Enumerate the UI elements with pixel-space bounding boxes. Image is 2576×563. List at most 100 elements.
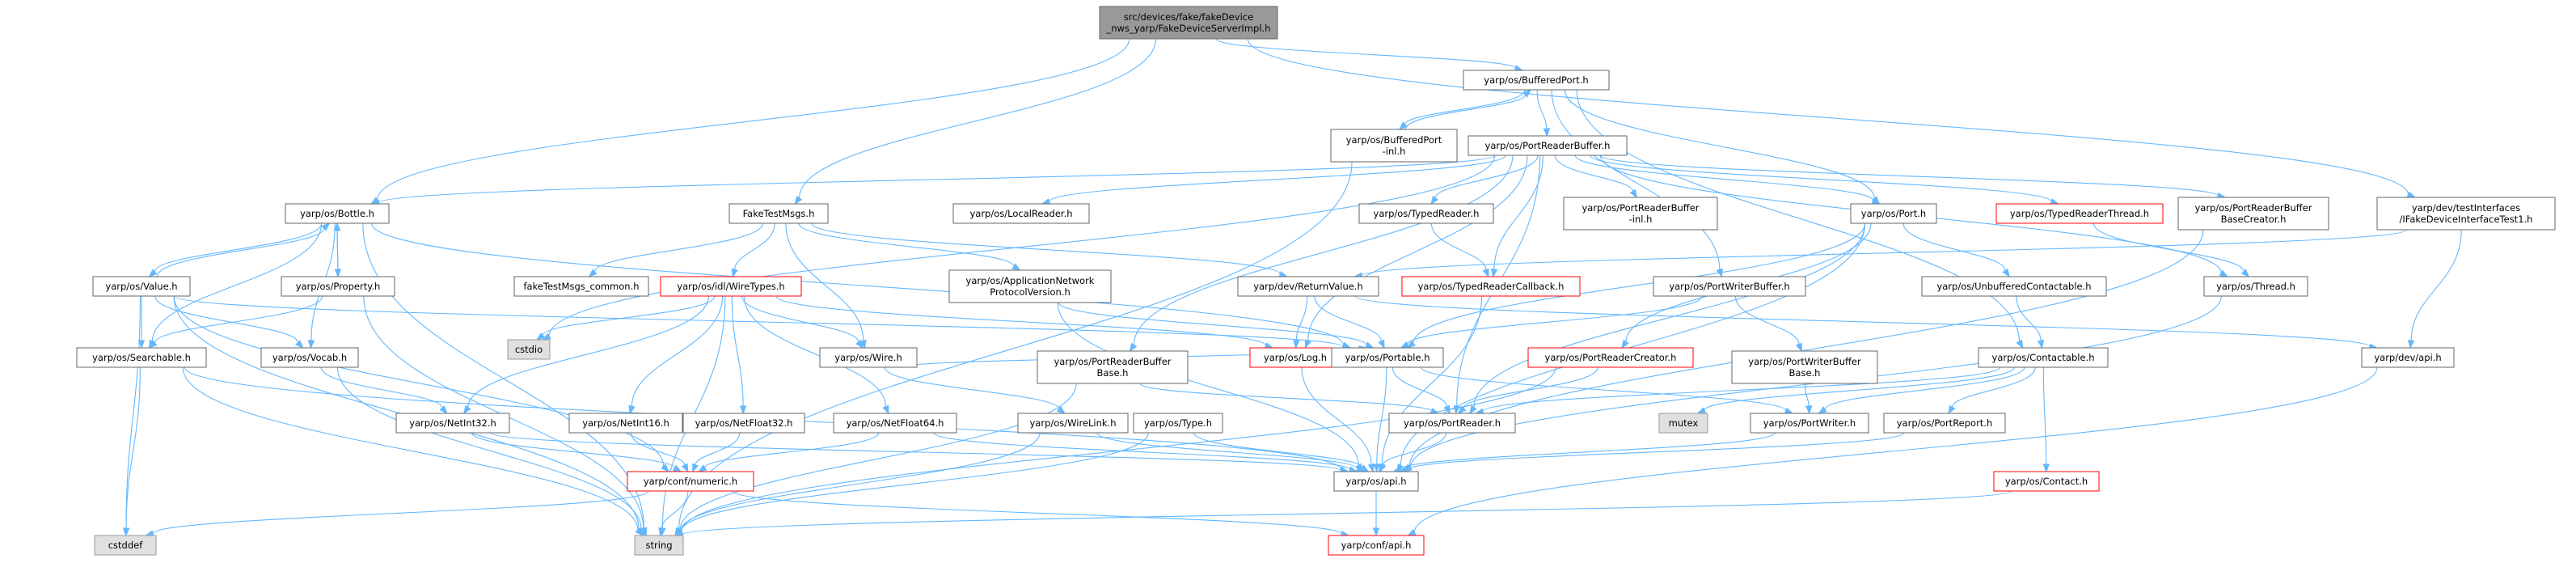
node-contactable[interactable]: yarp/os/Contactable.h bbox=[1978, 347, 2109, 368]
node-label: yarp/os/Bottle.h bbox=[300, 208, 374, 219]
node-typed-reader[interactable]: yarp/os/TypedReader.h bbox=[1358, 203, 1494, 224]
node-netint16[interactable]: yarp/os/NetInt16.h bbox=[568, 413, 683, 434]
node-conf-api[interactable]: yarp/conf/api.h bbox=[1328, 535, 1425, 556]
node-typed-reader-thread[interactable]: yarp/os/TypedReaderThread.h bbox=[1995, 203, 2164, 224]
node-label: yarp/os/PortReaderBuffer bbox=[1054, 356, 1171, 367]
dependency-edge bbox=[333, 222, 341, 277]
node-unbuffered[interactable]: yarp/os/UnbufferedContactable.h bbox=[1921, 276, 2107, 297]
node-box bbox=[819, 347, 918, 368]
node-label: yarp/os/idl/WireTypes.h bbox=[677, 281, 784, 292]
node-box bbox=[1401, 276, 1581, 297]
dependency-edge bbox=[337, 366, 646, 537]
node-box bbox=[260, 347, 359, 368]
dependency-edge bbox=[542, 155, 1496, 341]
node-conf-numeric[interactable]: yarp/conf/numeric.h bbox=[627, 471, 754, 492]
node-buffered-port[interactable]: yarp/os/BufferedPort.h bbox=[1463, 70, 1610, 91]
node-label: yarp/os/api.h bbox=[1345, 476, 1406, 487]
dependency-edge bbox=[1404, 89, 1531, 130]
node-buffered-port-inl[interactable]: yarp/os/BufferedPort-inl.h bbox=[1330, 129, 1458, 163]
node-netint32[interactable]: yarp/os/NetInt32.h bbox=[395, 413, 510, 434]
dependency-edge bbox=[148, 222, 323, 277]
node-label: yarp/os/PortReaderBuffer.h bbox=[1485, 140, 1611, 151]
node-cstddef[interactable]: cstddef bbox=[94, 535, 157, 556]
node-log[interactable]: yarp/os/Log.h bbox=[1249, 347, 1341, 368]
node-port-report[interactable]: yarp/os/PortReport.h bbox=[1883, 413, 2006, 434]
node-port-reader-buffer[interactable]: yarp/os/PortReaderBuffer.h bbox=[1467, 135, 1628, 156]
node-wire-types[interactable]: yarp/os/idl/WireTypes.h bbox=[660, 276, 802, 297]
node-label: cstdio bbox=[515, 344, 543, 355]
node-type[interactable]: yarp/os/Type.h bbox=[1133, 413, 1223, 434]
node-label: yarp/os/Wire.h bbox=[834, 352, 902, 363]
node-os-api[interactable]: yarp/os/api.h bbox=[1333, 471, 1419, 492]
node-label: cstddef bbox=[108, 540, 143, 551]
node-wire-link[interactable]: yarp/os/WireLink.h bbox=[1017, 413, 1129, 434]
node-fake-test-msgs[interactable]: FakeTestMsgs.h bbox=[728, 203, 829, 224]
dependency-edge bbox=[156, 222, 331, 277]
node-box bbox=[1467, 135, 1628, 156]
node-value[interactable]: yarp/os/Value.h bbox=[92, 276, 191, 297]
node-label: yarp/os/PortReaderCreator.h bbox=[1545, 352, 1677, 363]
node-box bbox=[1388, 413, 1516, 434]
dependency-edge bbox=[811, 222, 1289, 277]
node-return-value[interactable]: yarp/dev/ReturnValue.h bbox=[1237, 276, 1379, 297]
node-label: yarp/os/TypedReader.h bbox=[1374, 208, 1480, 219]
node-netfloat32[interactable]: yarp/os/NetFloat32.h bbox=[682, 413, 805, 434]
node-port-writer-buffer[interactable]: yarp/os/PortWriterBuffer.h bbox=[1653, 276, 1806, 297]
node-thread[interactable]: yarp/os/Thread.h bbox=[2203, 276, 2308, 297]
dependency-edge bbox=[798, 222, 1021, 271]
node-property[interactable]: yarp/os/Property.h bbox=[281, 276, 395, 297]
node-label: mutex bbox=[1669, 417, 1699, 429]
dependency-edge bbox=[630, 432, 689, 473]
node-label: FakeTestMsgs.h bbox=[743, 208, 815, 219]
node-box bbox=[1658, 413, 1708, 434]
node-cstdio[interactable]: cstdio bbox=[507, 339, 551, 360]
node-searchable[interactable]: yarp/os/Searchable.h bbox=[76, 347, 207, 368]
node-dev-api[interactable]: yarp/dev/api.h bbox=[2361, 347, 2455, 368]
node-portable[interactable]: yarp/os/Portable.h bbox=[1331, 347, 1444, 368]
dependency-edge bbox=[1304, 155, 1528, 349]
node-prb-inl[interactable]: yarp/os/PortReaderBuffer-inl.h bbox=[1563, 197, 1718, 231]
node-app-net[interactable]: yarp/os/ApplicationNetworkProtocolVersio… bbox=[948, 269, 1112, 303]
node-label: yarp/os/Searchable.h bbox=[92, 352, 191, 363]
dependency-edge bbox=[1536, 89, 1550, 138]
dependency-edge bbox=[370, 155, 1496, 206]
node-label: BaseCreator.h bbox=[2221, 214, 2287, 225]
node-label: -inl.h bbox=[1629, 214, 1653, 225]
node-port-reader-creator[interactable]: yarp/os/PortReaderCreator.h bbox=[1527, 347, 1694, 368]
node-mutex[interactable]: mutex bbox=[1658, 413, 1708, 434]
dependency-edge bbox=[692, 432, 741, 473]
dependency-edge bbox=[743, 295, 889, 415]
node-typed-reader-callback[interactable]: yarp/os/TypedReaderCallback.h bbox=[1401, 276, 1581, 297]
node-local-reader[interactable]: yarp/os/LocalReader.h bbox=[952, 203, 1090, 224]
dependency-edge bbox=[1457, 366, 1598, 414]
node-wire[interactable]: yarp/os/Wire.h bbox=[819, 347, 918, 368]
node-label: yarp/os/PortReport.h bbox=[1897, 417, 1993, 429]
node-label: yarp/dev/testInterfaces bbox=[2412, 202, 2520, 214]
node-label: yarp/os/Contactable.h bbox=[1992, 352, 2095, 363]
node-vocab[interactable]: yarp/os/Vocab.h bbox=[260, 347, 359, 368]
dependency-edge bbox=[731, 222, 775, 278]
node-port-reader[interactable]: yarp/os/PortReader.h bbox=[1388, 413, 1516, 434]
node-port[interactable]: yarp/os/Port.h bbox=[1850, 203, 1937, 224]
node-bottle[interactable]: yarp/os/Bottle.h bbox=[285, 203, 390, 224]
node-contact[interactable]: yarp/os/Contact.h bbox=[1993, 471, 2100, 492]
node-itest1[interactable]: yarp/dev/testInterfaces/IFakeDeviceInter… bbox=[2376, 197, 2556, 231]
dependency-edge bbox=[1379, 295, 1483, 473]
node-port-writer[interactable]: yarp/os/PortWriter.h bbox=[1750, 413, 1869, 434]
node-fake-common[interactable]: fakeTestMsgs_common.h bbox=[513, 276, 649, 297]
node-label: yarp/os/TypedReaderThread.h bbox=[2010, 208, 2149, 219]
node-label: _nws_yarp/FakeDeviceServerImpl.h bbox=[1106, 23, 1271, 34]
node-root[interactable]: src/devices/fake/fakeDevice_nws_yarp/Fak… bbox=[1099, 6, 1278, 40]
node-netfloat64[interactable]: yarp/os/NetFloat64.h bbox=[833, 413, 957, 434]
node-box bbox=[2376, 197, 2556, 231]
node-box bbox=[1037, 350, 1189, 384]
node-string[interactable]: string bbox=[634, 535, 684, 556]
node-box bbox=[285, 203, 390, 224]
dependency-edge bbox=[1574, 155, 1881, 205]
dependency-edge bbox=[1599, 155, 2227, 200]
dependency-edge bbox=[148, 295, 323, 349]
node-box bbox=[1750, 413, 1869, 434]
